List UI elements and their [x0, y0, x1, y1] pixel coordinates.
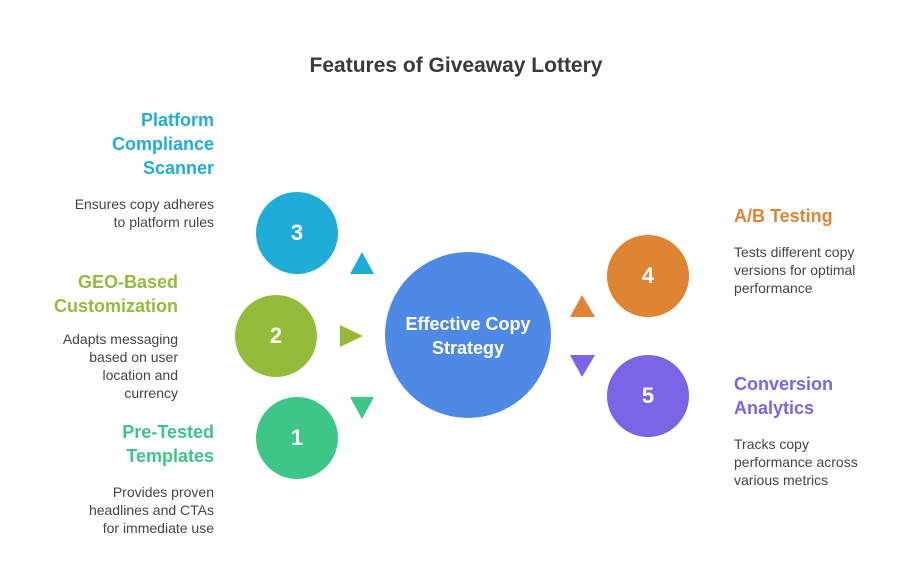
- number-4: 4: [641, 263, 655, 288]
- item-1-description: Provides proven headlines and CTAs for i…: [88, 484, 214, 536]
- arrow-right-icon: [340, 325, 363, 347]
- circle-3: [256, 192, 338, 274]
- item-5-description: Tracks copy performance across various m…: [734, 436, 858, 488]
- arrow-up-icon: [570, 295, 595, 317]
- circle-2: [235, 295, 317, 377]
- item-1-title: Pre-Tested Templates: [122, 422, 214, 466]
- number-1: 1: [290, 425, 304, 450]
- circle-4: [607, 235, 689, 317]
- arrow-down-icon: [570, 355, 595, 377]
- arrow-down-icon: [350, 397, 374, 419]
- item-5-title: Conversion Analytics: [734, 374, 834, 418]
- circle-1: [256, 397, 338, 479]
- item-2-title: GEO-Based Customization: [54, 272, 178, 316]
- diagram-title: Features of Giveaway Lottery: [309, 54, 603, 77]
- item-2-description: Adapts messaging based on user location …: [62, 331, 178, 401]
- number-3: 3: [290, 220, 304, 245]
- center-label: Effective Copy Strategy: [405, 314, 531, 358]
- arrow-up-icon: [350, 252, 374, 274]
- item-3-description: Ensures copy adheres to platform rules: [74, 196, 214, 230]
- circle-5: [607, 355, 689, 437]
- item-4-title: A/B Testing: [734, 206, 833, 226]
- item-3-title: Platform Compliance Scanner: [111, 110, 214, 178]
- center-circle: [385, 252, 551, 418]
- number-5: 5: [641, 383, 655, 408]
- number-2: 2: [269, 323, 283, 348]
- item-4-description: Tests different copy versions for optima…: [734, 244, 856, 296]
